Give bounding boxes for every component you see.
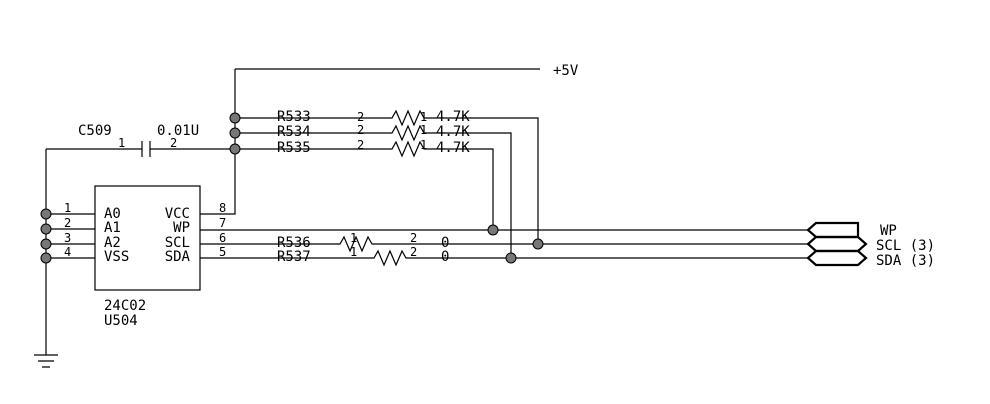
pin-number: 4 — [64, 245, 71, 259]
pin-number: 3 — [64, 231, 71, 245]
scl-net: R536 1 2 0 — [200, 231, 808, 253]
ic-u504: 1 2 3 4 A0 A1 A2 VSS VCC WP SCL SDA 8 7 … — [46, 185, 226, 329]
pin-name: SDA — [165, 249, 191, 265]
pin-number: 2 — [64, 216, 71, 230]
port-wp: WP — [806, 221, 897, 239]
pin-number: 2 — [410, 245, 417, 259]
resistor-value: 4.7K — [436, 140, 470, 156]
pin-name: WP — [173, 220, 190, 236]
port-label: SCL (3) — [876, 238, 935, 254]
resistor-ref: R536 — [277, 235, 311, 251]
pin-number: 1 — [350, 231, 357, 245]
pin-number: 1 — [64, 201, 71, 215]
resistor-r533: R533 2 1 4.7K — [235, 109, 539, 244]
resistor-r534: R534 2 1 4.7K — [235, 123, 512, 258]
port-label: SDA (3) — [876, 253, 935, 269]
pin-number: 1 — [118, 136, 125, 150]
capacitor-value: 0.01U — [157, 123, 199, 139]
pin-number: 2 — [357, 123, 364, 137]
resistor-value: 0 — [441, 235, 449, 251]
port-sda: SDA (3) — [806, 249, 935, 269]
power-label: +5V — [553, 63, 579, 79]
resistor-ref: R533 — [277, 109, 311, 125]
junction-dots — [40, 112, 544, 264]
ic-part: 24C02 — [104, 298, 146, 314]
pin-number: 8 — [219, 201, 226, 215]
ground-icon — [34, 354, 58, 368]
resistor-r535: R535 2 1 4.7K — [235, 138, 494, 230]
pin-number: 2 — [170, 136, 177, 150]
vcc-wire — [200, 68, 540, 215]
resistor-value: 4.7K — [436, 109, 470, 125]
pin-number: 2 — [357, 110, 364, 124]
resistor-value: 4.7K — [436, 124, 470, 140]
pin-number: 1 — [420, 123, 427, 137]
resistor-value: 0 — [441, 249, 449, 265]
pin-name: SCL — [165, 235, 190, 251]
pin-number: 1 — [420, 110, 427, 124]
pin-name: VSS — [104, 249, 129, 265]
ic-ref: U504 — [104, 313, 138, 329]
sda-net: R537 1 2 0 — [200, 245, 808, 267]
resistor-ref: R534 — [277, 124, 311, 140]
pin-number: 1 — [350, 245, 357, 259]
pin-number: 6 — [219, 231, 226, 245]
resistor-ref: R535 — [277, 140, 311, 156]
resistor-ref: R537 — [277, 249, 311, 265]
pin-number: 2 — [357, 138, 364, 152]
pin-number: 5 — [219, 245, 226, 259]
pin-number: 1 — [420, 138, 427, 152]
pin-name: A0 — [104, 206, 121, 222]
capacitor-c509: C509 0.01U 1 2 — [46, 123, 235, 157]
pin-number: 7 — [219, 216, 226, 230]
pin-number: 2 — [410, 231, 417, 245]
port-label: WP — [880, 223, 897, 239]
capacitor-ref: C509 — [78, 123, 112, 139]
pin-name: A2 — [104, 235, 121, 251]
pin-name: VCC — [165, 206, 190, 222]
pin-name: A1 — [104, 220, 121, 236]
